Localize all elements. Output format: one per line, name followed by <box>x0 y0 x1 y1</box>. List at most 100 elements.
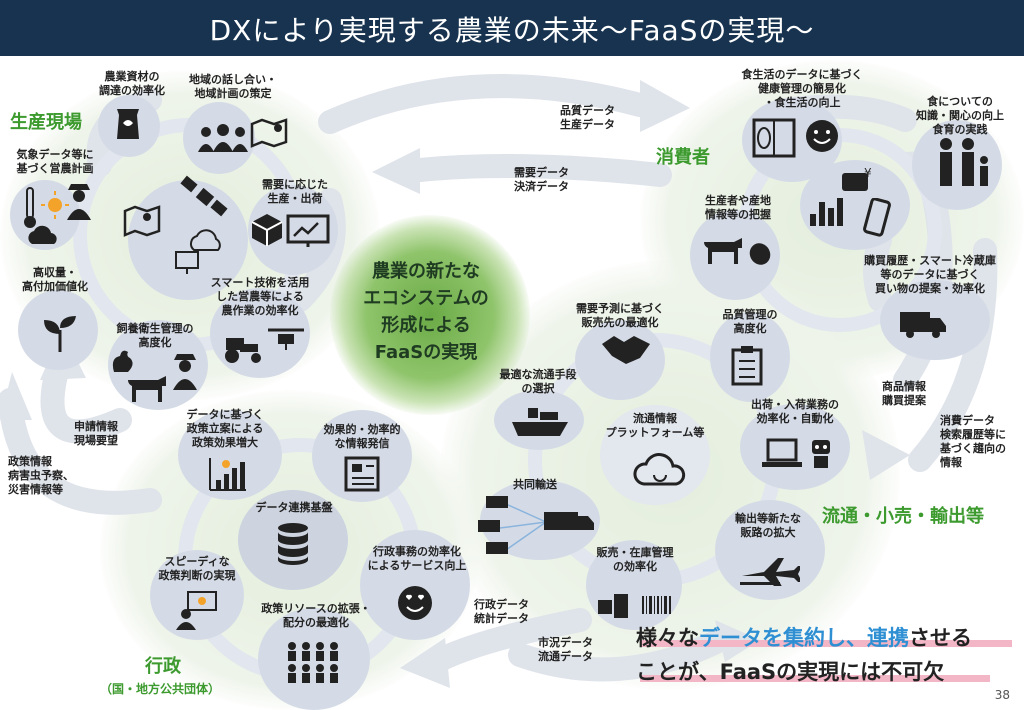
key-message-line-2: ことが、FaaSの実現には不可欠 <box>636 660 945 684</box>
flow-market: 市況データ 流通データ <box>538 636 593 663</box>
farmer-icon <box>67 184 91 220</box>
node-production-hub <box>128 180 248 300</box>
section-production: 生産現場 <box>10 112 82 133</box>
arrow-production-to-consumer <box>318 74 652 134</box>
message-part-a: 様々な <box>636 626 699 650</box>
cargo-ship-icon <box>512 408 568 436</box>
page-number: 38 <box>994 688 1010 702</box>
meal-tray-icon <box>752 118 796 158</box>
label-info-send: 効果的・効率的 な情報発信 <box>323 423 401 450</box>
label-purchase: 購買履歴・スマート冷蔵庫 等のデータに基づく 買い物の提案・効率化 <box>864 254 996 295</box>
key-message-line-1: 様々なデータを集約し、連携させる <box>636 622 972 652</box>
flow-policy-info: 政策情報 病害虫予察、 災害情報等 <box>8 455 74 496</box>
title-bar: DXにより実現する農業の未来～FaaSの実現～ <box>0 0 1024 56</box>
boxes-barcode-icon <box>598 594 671 618</box>
crowd-icon <box>288 642 338 683</box>
flow-quality-production: 品質データ 生産データ <box>560 104 615 131</box>
map-pin-icon <box>250 118 288 148</box>
cow-icon-2 <box>704 238 742 264</box>
label-smart-tech: スマート技術を活用 した営農等による 農作業の効率化 <box>210 276 310 317</box>
label-admin-eff: 行政事務の効率化 によるサービス向上 <box>367 545 467 572</box>
airplane-icon <box>740 558 800 586</box>
wallet-yen-icon: ¥ <box>842 166 872 191</box>
label-logistics: 最適な流通手段 の選択 <box>499 368 577 395</box>
label-demand: 需要に応じた 生産・出荷 <box>262 178 328 205</box>
label-shipping: 出荷・入荷業務の 効率化・自動化 <box>751 398 839 425</box>
core-text: 農業の新たな エコシステムの 形成による FaaSの実現 <box>363 261 489 363</box>
label-resources: 政策リソースの拡張・ 配分の最適化 <box>261 602 371 629</box>
section-consumer: 消費者 <box>656 147 710 168</box>
smartphone-icon <box>863 198 891 237</box>
node-resources <box>258 608 370 710</box>
sun-icon <box>41 191 69 219</box>
message-part-c: させる <box>909 626 972 650</box>
newspaper-icon <box>344 456 380 492</box>
node-quality <box>710 312 790 402</box>
field-map-icon <box>123 205 161 237</box>
label-policy-data: データに基づく 政策立案による 政策効果増大 <box>186 408 264 449</box>
label-quality: 品質管理の 高度化 <box>722 308 778 335</box>
label-platform: 流通情報 プラットフォーム等 <box>605 412 705 439</box>
cow-icon <box>128 376 166 402</box>
label-joint: 共同輸送 <box>513 478 557 491</box>
highlight-line-1 <box>640 640 1012 647</box>
flow-admin-stats: 行政データ 統計データ <box>474 598 529 625</box>
livestock-farmer-icon <box>173 354 197 390</box>
label-export: 輸出等新たな 販路の拡大 <box>735 512 801 539</box>
node-smart-tech <box>210 288 310 378</box>
chicken-icon <box>112 350 133 372</box>
meeting-people-icon <box>198 124 248 152</box>
database-icon <box>278 523 308 565</box>
node-inventory <box>586 540 682 630</box>
flow-request: 申請情報 現場要望 <box>74 420 118 447</box>
flow-arrows <box>0 74 998 688</box>
fertilizer-bag-icon <box>117 109 139 139</box>
label-producer-info: 生産者や産地 情報等の把握 <box>705 194 771 221</box>
label-high-value: 高収量・ 高付加価値化 <box>22 266 88 293</box>
message-part-b: データを集約し、連携 <box>699 626 909 650</box>
box-icon <box>251 214 283 246</box>
label-food-knowledge: 食についての 知識・関心の向上 食育の実践 <box>916 95 1004 136</box>
label-diet-health: 食生活のデータに基づく 健康管理の簡易化 ・食生活の向上 <box>741 68 863 109</box>
core-glow <box>330 215 530 415</box>
section-admin-sub: （国・地方公共団体） <box>100 682 221 696</box>
eggplant-icon <box>749 243 771 265</box>
delivery-truck-icon <box>900 312 946 338</box>
family-icon <box>940 138 988 186</box>
cloud-icon <box>28 225 57 244</box>
cloud-refresh-icon <box>633 453 686 486</box>
flow-consumer-data: 消費データ 検索履歴等に 基づく趨向の 情報 <box>940 414 1006 469</box>
section-admin: 行政 <box>145 656 181 677</box>
thermometer-icon <box>24 187 36 228</box>
bar-chart-icon <box>810 198 843 226</box>
trucks-network-icon <box>478 496 594 554</box>
label-livestock: 飼養衛生管理の 高度化 <box>116 322 194 349</box>
node-speedy <box>150 550 244 640</box>
node-logistics <box>494 390 584 450</box>
smiley-hearts-icon <box>398 586 432 620</box>
node-policy-data <box>178 410 282 500</box>
label-weather: 気象データ等に 基づく営農計画 <box>16 148 94 175</box>
robot-icon <box>812 440 830 468</box>
cloud-sync-icon <box>175 229 221 274</box>
label-materials: 農業資材の 調達の効率化 <box>99 70 165 97</box>
chart-lightbulb-icon <box>209 458 246 491</box>
flow-product-info: 商品情報 購買提案 <box>882 380 926 407</box>
label-inventory: 販売・在庫管理 の効率化 <box>596 546 674 573</box>
satellite-icon <box>180 175 228 217</box>
label-data-base: データ連携基盤 <box>255 501 333 514</box>
section-distribution: 流通・小売・輸出等 <box>822 506 984 527</box>
label-sales-opt: 需要予測に基づく 販売先の最適化 <box>576 302 664 329</box>
person-idea-icon <box>176 591 217 630</box>
sprout-icon <box>44 316 76 352</box>
smiley-icon <box>806 120 838 152</box>
svg-text:¥: ¥ <box>864 166 872 180</box>
slide-title: DXにより実現する農業の未来～FaaSの実現～ <box>209 14 815 47</box>
node-admin-eff <box>360 530 470 640</box>
node-food-knowledge <box>912 120 1002 210</box>
laptop-icon <box>762 438 802 467</box>
monitor-chart-icon <box>286 214 330 247</box>
highlight-line-2 <box>640 675 990 682</box>
node-info-send <box>312 410 412 502</box>
